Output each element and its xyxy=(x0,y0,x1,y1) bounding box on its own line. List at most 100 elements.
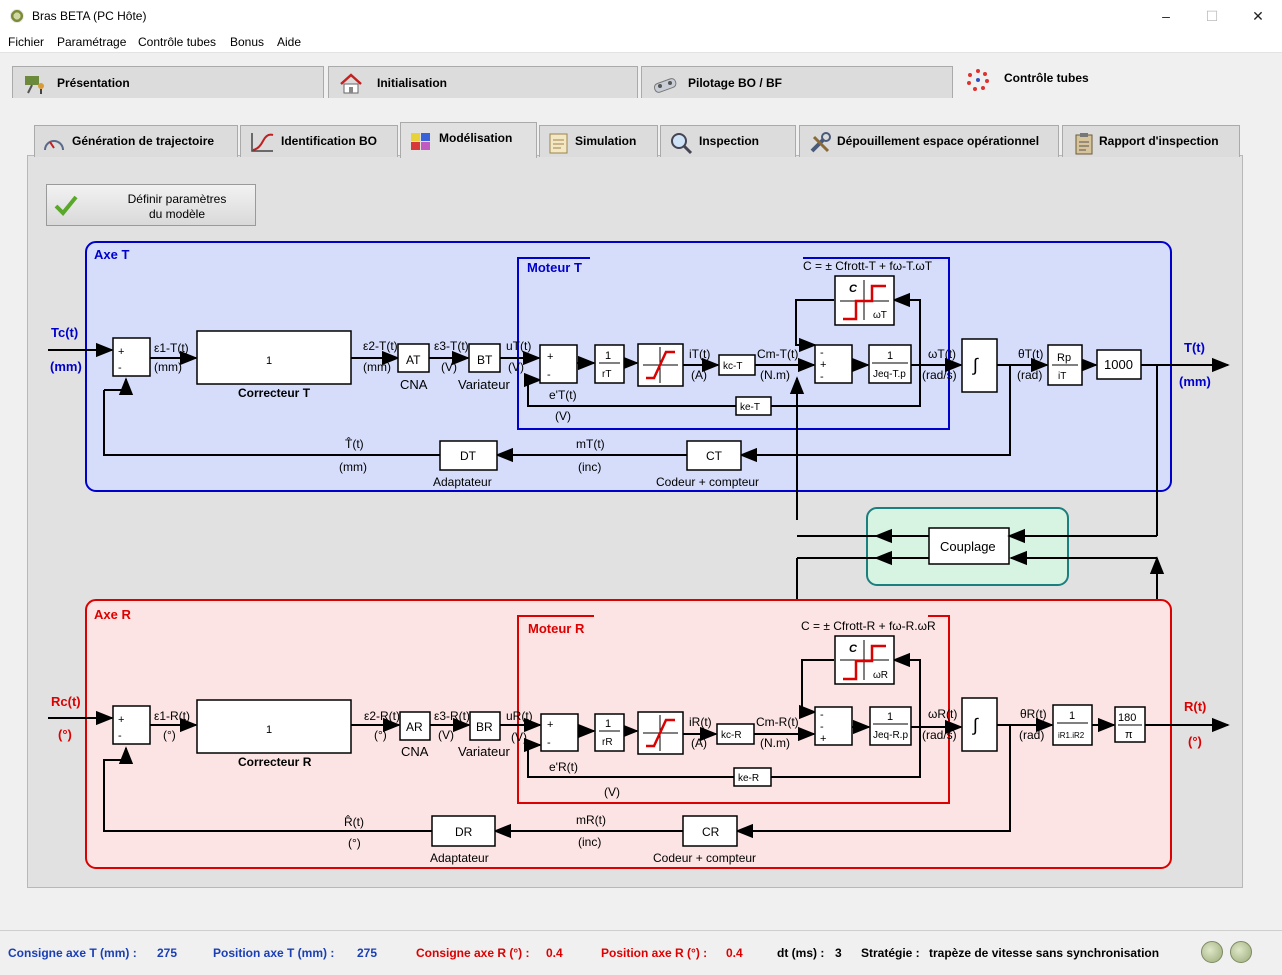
strategy-label: Stratégie : xyxy=(861,946,920,960)
maximize-button[interactable]: ☐ xyxy=(1205,7,1219,24)
joystick-icon xyxy=(653,78,677,93)
svg-text:-: - xyxy=(820,347,824,359)
svg-text:ωR(t): ωR(t) xyxy=(928,707,957,721)
svg-text:(N.m): (N.m) xyxy=(760,368,790,382)
tab-label: Initialisation xyxy=(377,76,448,90)
tab-pilotage[interactable]: Pilotage BO / BF xyxy=(641,66,953,98)
svg-text:C = ± Cfrott-R + fω-R.ωR: C = ± Cfrott-R + fω-R.ωR xyxy=(801,619,936,633)
consigne-t-label: Consigne axe T (mm) : xyxy=(8,946,137,960)
subtab-inspection[interactable]: Inspection xyxy=(660,125,796,157)
svg-text:(rad): (rad) xyxy=(1017,368,1042,382)
svg-text:Jeq-T.p: Jeq-T.p xyxy=(873,369,906,380)
svg-text:1: 1 xyxy=(1069,710,1075,722)
subtab-label: Inspection xyxy=(699,134,760,148)
minimize-button[interactable]: – xyxy=(1162,8,1170,24)
status-led-2 xyxy=(1230,941,1252,963)
presenter-icon xyxy=(25,76,44,94)
svg-text:ε1-T(t): ε1-T(t) xyxy=(154,341,189,355)
svg-text:-: - xyxy=(118,362,122,374)
svg-text:e'R(t): e'R(t) xyxy=(549,760,578,774)
clipboard-icon xyxy=(1075,133,1093,155)
svg-text:(°): (°) xyxy=(374,728,387,742)
tab-controle-tubes[interactable]: Contrôle tubes xyxy=(956,62,1282,100)
svg-text:θR(t): θR(t) xyxy=(1020,707,1047,721)
subtab-depouillement[interactable]: Dépouillement espace opérationnel xyxy=(799,125,1059,157)
menu-fichier[interactable]: Fichier xyxy=(8,35,45,49)
dt-value: 3 xyxy=(835,946,842,960)
tab-presentation[interactable]: Présentation xyxy=(12,66,324,98)
menu-controle-tubes[interactable]: Contrôle tubes xyxy=(138,35,217,49)
svg-text:iR(t): iR(t) xyxy=(689,715,712,729)
svg-text:Adaptateur: Adaptateur xyxy=(433,475,492,489)
tab-initialisation[interactable]: Initialisation xyxy=(328,66,638,98)
menu-parametrage[interactable]: Paramétrage xyxy=(57,35,127,49)
tools-icon xyxy=(810,132,831,153)
subtab-label: Simulation xyxy=(575,134,637,148)
svg-text:AR: AR xyxy=(406,720,423,734)
curve-icon xyxy=(251,133,274,152)
axis-r-output-unit: (°) xyxy=(1188,734,1202,749)
svg-text:-: - xyxy=(547,737,551,749)
svg-text:C = ± Cfrott-T + fω-T.ωT: C = ± Cfrott-T + fω-T.ωT xyxy=(803,259,933,273)
title-bar: Bras BETA (PC Hôte) – ☐ ✕ xyxy=(0,0,1282,32)
button-line1: Définir paramètres xyxy=(127,192,227,206)
svg-text:iR1.iR2: iR1.iR2 xyxy=(1058,731,1085,740)
window-title: Bras BETA (PC Hôte) xyxy=(32,9,147,23)
svg-text:R̂(t): R̂(t) xyxy=(344,814,364,829)
svg-text:(V): (V) xyxy=(441,360,457,374)
svg-text:uR(t): uR(t) xyxy=(506,709,533,723)
dots-ring-icon xyxy=(967,69,989,91)
svg-text:π: π xyxy=(1125,729,1133,741)
position-t-value: 275 xyxy=(357,946,378,960)
close-button[interactable]: ✕ xyxy=(1252,7,1264,24)
menu-bonus[interactable]: Bonus xyxy=(230,35,265,49)
menu-bar: Fichier Paramétrage Contrôle tubes Bonus… xyxy=(0,32,1282,53)
consigne-t-value: 275 xyxy=(157,946,178,960)
svg-text:rT: rT xyxy=(602,369,611,380)
subtab-rapport-inspection[interactable]: Rapport d'inspection xyxy=(1062,125,1240,157)
svg-text:CNA: CNA xyxy=(401,744,429,759)
svg-text:Cm-T(t): Cm-T(t) xyxy=(757,347,798,361)
axis-t-output-unit: (mm) xyxy=(1179,374,1211,389)
svg-text:ωT(t): ωT(t) xyxy=(928,347,956,361)
svg-text:θT(t): θT(t) xyxy=(1018,347,1043,361)
blocks-icon xyxy=(411,133,430,150)
svg-text:ke-R: ke-R xyxy=(738,773,759,784)
svg-text:(A): (A) xyxy=(691,736,707,750)
svg-text:Rp: Rp xyxy=(1057,352,1071,364)
svg-text:(inc): (inc) xyxy=(578,460,601,474)
svg-text:(mm): (mm) xyxy=(363,360,391,374)
svg-text:Correcteur R: Correcteur R xyxy=(238,755,312,769)
svg-text:T̂(t): T̂(t) xyxy=(345,436,364,451)
svg-text:1000: 1000 xyxy=(1104,357,1133,372)
svg-text:(V): (V) xyxy=(508,360,524,374)
svg-text:Variateur: Variateur xyxy=(458,744,510,759)
axis-r-output: R(t) xyxy=(1184,699,1206,714)
axis-r-input: Rc(t) xyxy=(51,694,81,709)
axis-r-title: Axe R xyxy=(94,607,131,622)
svg-text:CR: CR xyxy=(702,825,720,839)
svg-text:ωT: ωT xyxy=(873,310,887,321)
checkmark-icon xyxy=(54,195,78,216)
svg-text:mT(t): mT(t) xyxy=(576,437,605,451)
svg-text:1: 1 xyxy=(887,350,893,362)
svg-text:(mm): (mm) xyxy=(339,460,367,474)
svg-text:+: + xyxy=(547,719,553,731)
svg-text:mR(t): mR(t) xyxy=(576,813,606,827)
axis-r-input-unit: (°) xyxy=(58,727,72,742)
tab-label: Présentation xyxy=(57,76,130,90)
menu-aide[interactable]: Aide xyxy=(277,35,302,49)
subtab-modelisation[interactable]: Modélisation xyxy=(400,122,537,158)
block-diagram: Axe T Moteur T xyxy=(48,241,1230,869)
svg-text:(V): (V) xyxy=(555,409,571,423)
motor-r-frame xyxy=(517,615,950,804)
subtab-identification-bo[interactable]: Identification BO xyxy=(240,125,398,157)
svg-text:-: - xyxy=(820,371,824,383)
svg-text:-: - xyxy=(820,709,824,721)
svg-text:BT: BT xyxy=(477,353,493,367)
subtab-simulation[interactable]: Simulation xyxy=(539,125,658,157)
subtab-generation-trajectoire[interactable]: Génération de trajectoire xyxy=(34,125,238,157)
svg-text:(inc): (inc) xyxy=(578,835,601,849)
svg-text:ε3-R(t): ε3-R(t) xyxy=(434,709,470,723)
